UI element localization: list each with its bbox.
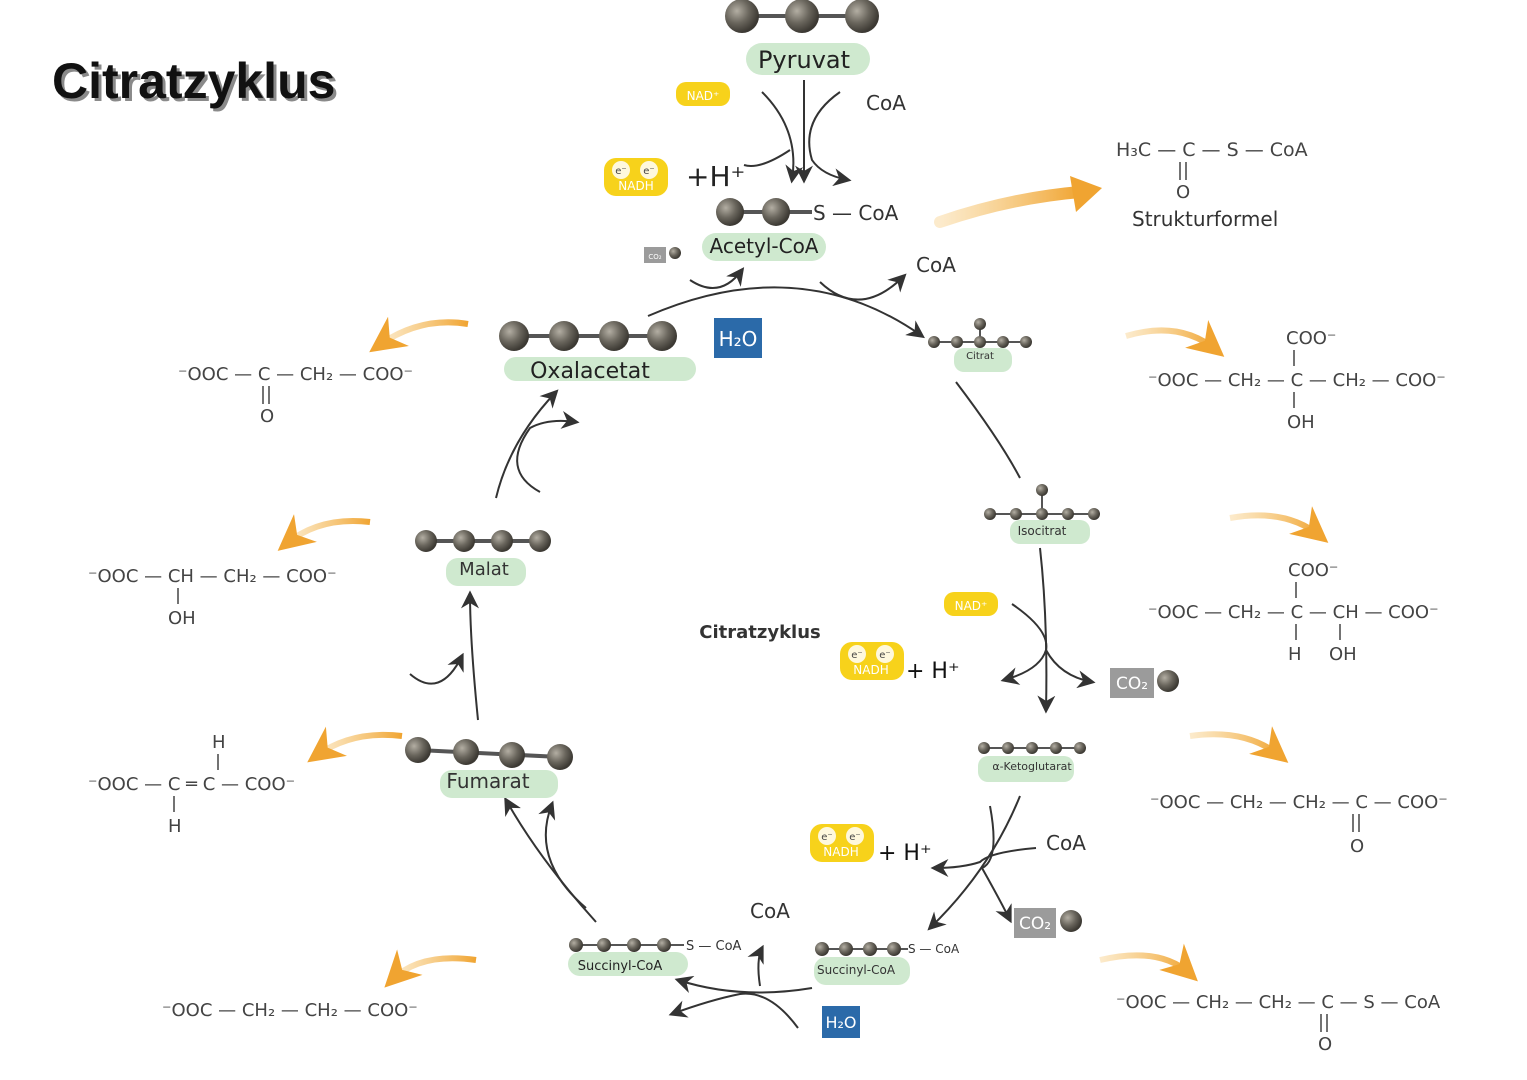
coa-keto-label: CoA (1046, 831, 1086, 855)
malat-label: Malat (459, 559, 509, 580)
svg-text:H₂O: H₂O (719, 327, 758, 351)
svg-text:NADH: NADH (618, 179, 653, 193)
cycle-center-label: Citratzyklus (699, 622, 821, 643)
svg-text:⁻OOC — CH₂ — CH₂ — C — S — CoA: ⁻OOC — CH₂ — CH₂ — C — S — CoA (1116, 992, 1441, 1013)
malat-formula: ⁻OOC — CH — CH₂ — COO⁻ OH (88, 566, 337, 629)
nad-top-badge: NAD⁺ (676, 82, 730, 106)
oxalacetat-molecule: Oxalacetat (499, 321, 696, 384)
ketoglutarat-formula: ⁻OOC — CH₂ — CH₂ — C — COO⁻ O (1150, 792, 1448, 857)
pyruvat-molecule: Pyruvat (725, 0, 879, 75)
h-plus-mid: + H⁺ (906, 659, 960, 684)
svg-text:e⁻: e⁻ (849, 832, 860, 843)
svg-text:NADH: NADH (823, 845, 858, 859)
h-plus-top: +H⁺ (686, 160, 745, 193)
svg-text:⁻OOC — C ═ C — COO⁻: ⁻OOC — C ═ C — COO⁻ (88, 774, 295, 795)
succinyl-coa-formula: ⁻OOC — CH₂ — CH₂ — C — S — CoA O (1116, 992, 1441, 1055)
svg-text:COO⁻: COO⁻ (1288, 560, 1338, 581)
citrat-molecule: Citrat (928, 318, 1032, 372)
citrat-formula: COO⁻ ⁻OOC — CH₂ — C — CH₂ — COO⁻ OH (1148, 328, 1446, 433)
fumarat-molecule: Fumarat (405, 737, 573, 798)
svg-text:OH: OH (1287, 412, 1315, 433)
h2o-bottom-badge: H₂O (822, 1006, 860, 1038)
svg-text:e⁻: e⁻ (615, 166, 626, 177)
succinat-formula: ⁻OOC — CH₂ — CH₂ — COO⁻ (162, 1000, 418, 1021)
svg-text:⁻OOC — CH₂ — CH₂ — COO⁻: ⁻OOC — CH₂ — CH₂ — COO⁻ (162, 1000, 418, 1021)
oxalacetat-label: Oxalacetat (530, 359, 650, 384)
svg-text:CO₂: CO₂ (648, 253, 661, 261)
svg-text:S — CoA: S — CoA (813, 201, 899, 225)
nadh-low-badge: e⁻ e⁻ NADH (810, 824, 874, 862)
h-plus-low: + H⁺ (878, 841, 932, 866)
svg-text:S — CoA: S — CoA (908, 942, 960, 956)
acetyl-coa-label: Acetyl-CoA (710, 234, 819, 258)
citrat-label: Citrat (966, 351, 994, 362)
svg-text:⁻OOC — CH₂ — C — CH — COO⁻: ⁻OOC — CH₂ — C — CH — COO⁻ (1148, 602, 1439, 623)
acetyl-formula: H₃C — C — S — CoA O Strukturformel (1116, 139, 1308, 231)
oxalacetat-formula: ⁻OOC — C — CH₂ — COO⁻ O (178, 364, 413, 427)
svg-text:H: H (212, 732, 226, 753)
isocitrat-formula: COO⁻ ⁻OOC — CH₂ — C — CH — COO⁻ H OH (1148, 560, 1439, 665)
svg-text:S — CoA: S — CoA (686, 939, 742, 954)
page-title: Citratzyklus (52, 53, 336, 109)
svg-text:O: O (1350, 836, 1364, 857)
co2-mid-badge: CO₂ (1110, 668, 1179, 698)
succinyl-coa-left-label: Succinyl-CoA (578, 959, 663, 974)
svg-text:COO⁻: COO⁻ (1286, 328, 1336, 349)
svg-text:e⁻: e⁻ (643, 166, 654, 177)
svg-text:CO₂: CO₂ (1019, 914, 1051, 934)
svg-text:H: H (1288, 644, 1302, 665)
isocitrat-label: Isocitrat (1018, 524, 1067, 538)
svg-text:e⁻: e⁻ (851, 650, 862, 661)
svg-text:H: H (168, 816, 182, 837)
svg-text:NADH: NADH (853, 663, 888, 677)
fumarat-label: Fumarat (446, 769, 529, 793)
ketoglutarat-label: α-Ketoglutarat (992, 760, 1072, 773)
svg-text:NAD⁺: NAD⁺ (687, 89, 720, 103)
coa-release-label: CoA (916, 253, 956, 277)
svg-text:e⁻: e⁻ (821, 832, 832, 843)
co2-low-badge: CO₂ (1014, 908, 1082, 938)
coa-top-label: CoA (866, 91, 906, 115)
svg-text:e⁻: e⁻ (879, 650, 890, 661)
pyruvat-label: Pyruvat (758, 46, 850, 74)
svg-text:⁻OOC — C — CH₂ — COO⁻: ⁻OOC — C — CH₂ — COO⁻ (178, 364, 413, 385)
svg-text:⁻OOC — CH — CH₂ — COO⁻: ⁻OOC — CH — CH₂ — COO⁻ (88, 566, 337, 587)
fumarat-formula: H ⁻OOC — C ═ C — COO⁻ H (88, 732, 295, 837)
h2o-top-badge: H₂O (714, 318, 762, 358)
coa-succinyl-label: CoA (750, 899, 790, 923)
nad-mid-badge: NAD⁺ (944, 592, 998, 616)
succinyl-coa-right-label: Succinyl-CoA (817, 963, 896, 977)
acetyl-coa-molecule: S — CoA Acetyl-CoA (702, 198, 899, 261)
succinyl-coa-right-molecule: S — CoA Succinyl-CoA (814, 942, 960, 985)
nadh-top-badge: e⁻ e⁻ NADH (604, 158, 668, 196)
strukturformel-label: Strukturformel (1132, 207, 1278, 231)
svg-text:⁻OOC — CH₂ — C — CH₂ — COO⁻: ⁻OOC — CH₂ — C — CH₂ — COO⁻ (1148, 370, 1446, 391)
svg-text:O: O (1318, 1034, 1332, 1055)
svg-text:CO₂: CO₂ (1116, 674, 1148, 694)
co2-small-top: CO₂ (644, 247, 681, 263)
svg-text:OH: OH (168, 608, 196, 629)
svg-text:⁻OOC — CH₂ — CH₂ — C — COO⁻: ⁻OOC — CH₂ — CH₂ — C — COO⁻ (1150, 792, 1448, 813)
malat-molecule: Malat (415, 530, 551, 586)
svg-text:H₂O: H₂O (825, 1013, 856, 1032)
svg-text:H₃C — C — S — CoA: H₃C — C — S — CoA (1116, 139, 1308, 161)
ketoglutarat-molecule: α-Ketoglutarat (978, 742, 1086, 782)
nadh-mid-badge: e⁻ e⁻ NADH (840, 642, 904, 680)
svg-text:OH: OH (1329, 644, 1357, 665)
svg-text:NAD⁺: NAD⁺ (955, 599, 988, 613)
isocitrat-molecule: Isocitrat (984, 484, 1100, 544)
succinyl-coa-left-molecule: S — CoA Succinyl-CoA (568, 938, 742, 976)
svg-text:O: O (1176, 182, 1190, 203)
svg-text:O: O (260, 406, 274, 427)
